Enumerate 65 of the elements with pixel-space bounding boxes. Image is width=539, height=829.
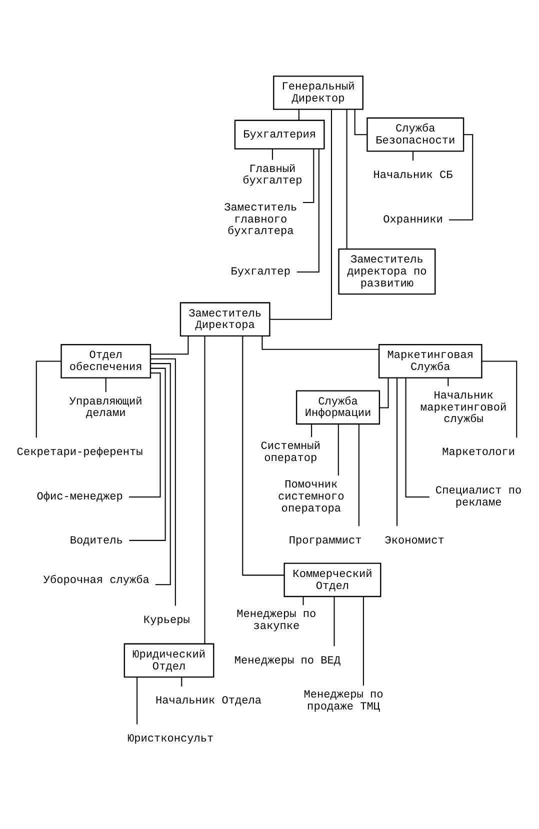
node-text: Маркетологи — [442, 446, 516, 459]
connector — [150, 336, 189, 355]
connector — [150, 358, 176, 606]
node-text: Курьеры — [143, 615, 190, 628]
node-text: Начальник СБ — [373, 170, 453, 182]
node-text: Бухгалтер — [230, 266, 290, 279]
connector — [379, 378, 389, 408]
connector — [362, 596, 364, 686]
node-box: Отдел обеспечения — [60, 344, 152, 378]
connector — [129, 368, 166, 541]
node-text: Экономист — [384, 535, 444, 548]
node-text: Уборочная служба — [43, 574, 150, 587]
connector — [298, 110, 300, 120]
connector — [270, 109, 332, 320]
connector — [354, 110, 368, 136]
node-box: Юридический Отдел — [124, 643, 214, 678]
connector — [150, 363, 171, 586]
node-box: Маркетинговая Служба — [378, 344, 482, 378]
connector — [448, 378, 449, 386]
node-text: Секретари-референты — [16, 446, 143, 459]
connector — [181, 677, 182, 686]
node-text: Менеджеры по закупке — [236, 609, 316, 634]
node-text: Заместитель главного бухгалтера — [224, 202, 298, 238]
node-text: Водитель — [70, 535, 123, 548]
connector — [311, 424, 312, 437]
connector — [242, 336, 284, 576]
connector — [412, 151, 414, 161]
connector — [338, 424, 339, 476]
node-box: Служба Информации — [296, 390, 380, 425]
node-text: Юристконсульт — [128, 734, 214, 746]
connector — [128, 372, 161, 498]
connector — [346, 110, 348, 249]
node-box: Служба Безопасности — [366, 117, 464, 152]
node-box: Генеральный Директор — [273, 76, 364, 110]
node-text: Менеджеры по ВЕД — [234, 655, 340, 668]
node-text: Помочник системного оператора — [278, 480, 344, 516]
node-box: Коммерческий Отдел — [284, 562, 382, 598]
connector — [105, 378, 106, 392]
connector — [396, 378, 398, 526]
node-text: Менеджеры по продаже ТМЦ — [304, 690, 384, 714]
connector — [449, 134, 474, 220]
node-text: Системный оператор — [260, 441, 320, 465]
connector — [36, 360, 62, 438]
node-text: Главный бухгалтер — [242, 164, 302, 188]
node-box: Бухгалтерия — [234, 120, 325, 150]
connector — [296, 149, 320, 272]
connector — [405, 378, 430, 498]
connector — [204, 336, 206, 644]
node-box: Заместитель директора по развитию — [338, 248, 436, 295]
node-text: Управляющий делами — [69, 396, 142, 420]
connector — [482, 360, 518, 438]
node-text: Программист — [288, 535, 362, 548]
connector — [358, 424, 360, 526]
connector — [262, 336, 379, 350]
node-text: Охранники — [383, 214, 443, 226]
node-box: Заместитель Директора — [180, 302, 270, 337]
node-text: Специалист по рекламе — [435, 486, 522, 510]
node-text: Начальник Отдела — [155, 696, 262, 708]
connector — [302, 596, 304, 606]
connector — [334, 596, 335, 646]
node-text: Начальник маркетинговой службы — [420, 390, 507, 426]
connector — [302, 149, 314, 203]
node-text: Офис-менеджер — [36, 492, 123, 504]
connector — [272, 148, 273, 160]
connector — [136, 677, 138, 724]
